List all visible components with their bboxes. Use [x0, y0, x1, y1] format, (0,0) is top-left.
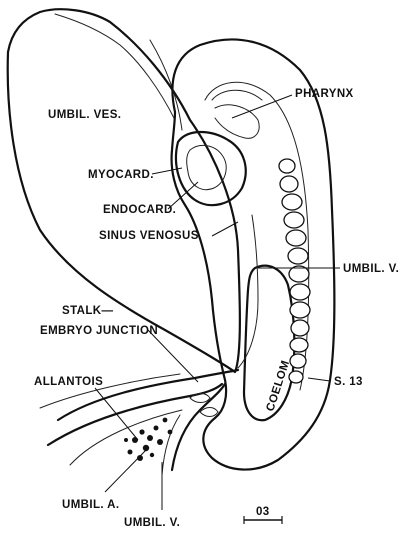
- somite: [289, 283, 311, 301]
- somite: [283, 211, 305, 229]
- vessel-dot: [139, 429, 145, 435]
- vessel-dot: [137, 455, 143, 461]
- leader-lines: [94, 94, 340, 510]
- label-embryo-junction: EMBRYO JUNCTION: [40, 325, 158, 337]
- label-sinus-venosus: SINUS VENOSUS: [99, 230, 199, 242]
- leader-allantois: [94, 387, 139, 441]
- body-stalk-upper: [56, 368, 240, 422]
- label-endocard: ENDOCARD.: [103, 204, 176, 216]
- vessel-dot: [124, 438, 128, 442]
- somite: [278, 158, 296, 174]
- label-umbil-v-right: UMBIL. V.: [343, 263, 399, 275]
- umbilical-vein-path: [237, 214, 259, 369]
- leader-myocard: [151, 167, 183, 175]
- pharynx-outline: [214, 104, 260, 139]
- somite: [281, 193, 303, 211]
- leader-stalk: [147, 329, 199, 383]
- stalk-bottom-curve: [170, 382, 227, 472]
- vessel-dot: [147, 435, 153, 441]
- vessel-dot: [153, 425, 159, 431]
- label-allantois: ALLANTOIS: [34, 376, 103, 388]
- label-pharynx: PHARYNX: [295, 88, 354, 100]
- endocardium-outline: [186, 144, 227, 191]
- somite: [289, 353, 307, 369]
- vessel-dot: [162, 417, 168, 423]
- leader-umbil-a: [104, 447, 149, 493]
- somites: [278, 158, 311, 384]
- leader-s13: [307, 377, 331, 382]
- vessel-dot: [127, 449, 133, 455]
- neural-tube-line-inner: [211, 89, 263, 101]
- leader-sinus-venosus: [211, 221, 239, 237]
- embryo-body-outline: [170, 38, 336, 471]
- body-stalk-lower: [46, 382, 224, 447]
- coelom-outline: [242, 264, 296, 422]
- somite: [288, 265, 310, 283]
- chorion-line: [39, 373, 181, 409]
- label-s13: S. 13: [334, 376, 363, 388]
- leader-endocard: [167, 181, 199, 210]
- amnion-line: [69, 409, 183, 466]
- somite: [289, 337, 309, 353]
- label-stalk: STALK—: [62, 305, 113, 317]
- label-scale: 03: [256, 506, 270, 518]
- label-umbil-ves: UMBIL. VES.: [48, 109, 121, 121]
- label-umbil-v-bottom: UMBIL. V.: [124, 517, 180, 529]
- somite: [288, 370, 304, 384]
- vessel-dot: [167, 429, 173, 435]
- umbilical-vesicle-fold: [149, 39, 183, 131]
- stalk-vessel-loop: [199, 407, 219, 417]
- stalk-vessel-loop: [189, 393, 211, 403]
- somite: [285, 229, 307, 247]
- myocardium-outline: [174, 130, 247, 207]
- somite: [289, 301, 311, 319]
- vessel-dot: [157, 439, 163, 445]
- somite: [290, 319, 310, 337]
- label-umbil-a: UMBIL. A.: [62, 499, 119, 511]
- somite: [279, 175, 299, 193]
- leader-pharynx: [231, 94, 293, 119]
- vessel-dot: [132, 437, 138, 443]
- stalk-bottom-curve-inner: [161, 414, 181, 476]
- label-myocard: MYOCARD.: [88, 169, 154, 181]
- vessel-dot: [142, 444, 150, 452]
- somite: [287, 247, 309, 265]
- label-coelom: COELOM: [264, 359, 292, 413]
- umbilical-vesicle-outline: [6, 8, 241, 374]
- umbilical-vesicle-inner: [54, 13, 176, 121]
- allantois-vessels: [124, 417, 173, 461]
- vessel-dot: [149, 452, 155, 458]
